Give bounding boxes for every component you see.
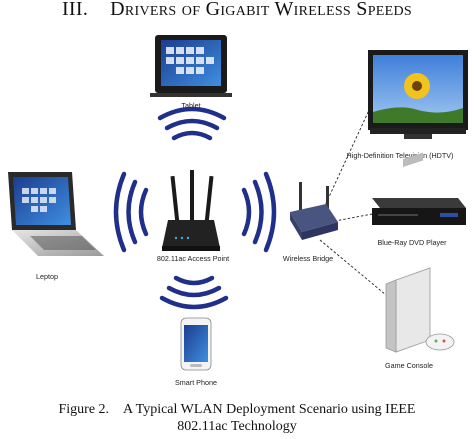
bluray-device [372,198,466,225]
laptop-device [8,172,104,256]
link-hdtv [321,107,371,213]
caption-text-1: A Typical WLAN Deployment Scenario using… [123,402,416,417]
access-point-label: 802.11ac Access Point [157,254,229,263]
smart-phone-label: Smart Phone [175,378,217,387]
access-point-device [162,170,220,251]
wave-right [241,171,277,253]
section-title: Drivers of Gigabit Wireless Speeds [110,0,413,20]
laptop-label: Leptop [36,272,58,281]
wireless-bridge-device [290,182,338,240]
wave-left [113,171,149,253]
section-number: III. [61,0,89,20]
hdtv-device [368,50,468,139]
link-console [319,239,393,301]
game-console-device [385,152,455,353]
tablet-device [150,35,232,97]
caption-figure-number: Figure 2. [58,402,110,417]
bluray-label: Blue-Ray DVD Player [377,238,447,247]
wave-bottom [159,275,229,310]
game-console-label: Game Console [385,361,433,370]
section-heading: III. Drivers of Gigabit Wireless Speeds [0,0,474,21]
tablet-label: Tablet [181,101,200,110]
caption-line-1: Figure 2. A Typical WLAN Deployment Scena… [0,401,474,418]
caption-line-2: 802.11ac Technology [177,419,297,434]
smart-phone-device [180,317,212,371]
wave-top [157,106,227,141]
bridge-links [319,107,393,301]
wireless-bridge-label: Wireless Bridge [283,254,333,263]
figure-caption: Figure 2. A Typical WLAN Deployment Scena… [0,401,474,435]
hdtv-label: High-Definition Television (HDTV) [347,151,454,160]
